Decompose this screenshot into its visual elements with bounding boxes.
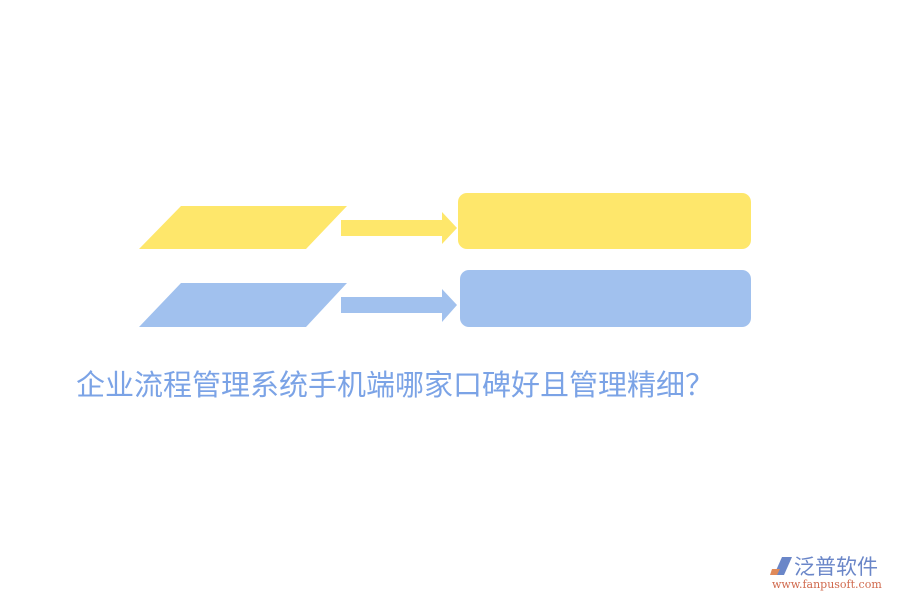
blue-arrow-icon bbox=[341, 289, 457, 322]
yellow-output-box bbox=[458, 193, 751, 249]
yellow-arrow-icon bbox=[341, 212, 457, 244]
page-title: 企业流程管理系统手机端哪家口碑好且管理精细？ bbox=[76, 368, 715, 402]
logo-name: 泛普软件 bbox=[794, 555, 878, 579]
yellow-parallelogram bbox=[139, 206, 347, 249]
blue-output-box bbox=[460, 270, 751, 327]
fanpu-logo-icon bbox=[770, 557, 792, 575]
logo-url: www.fanpusoft.com bbox=[772, 578, 882, 591]
blue-parallelogram bbox=[139, 283, 347, 327]
fanpu-logo: 泛普软件 www.fanpusoft.com bbox=[768, 553, 898, 595]
